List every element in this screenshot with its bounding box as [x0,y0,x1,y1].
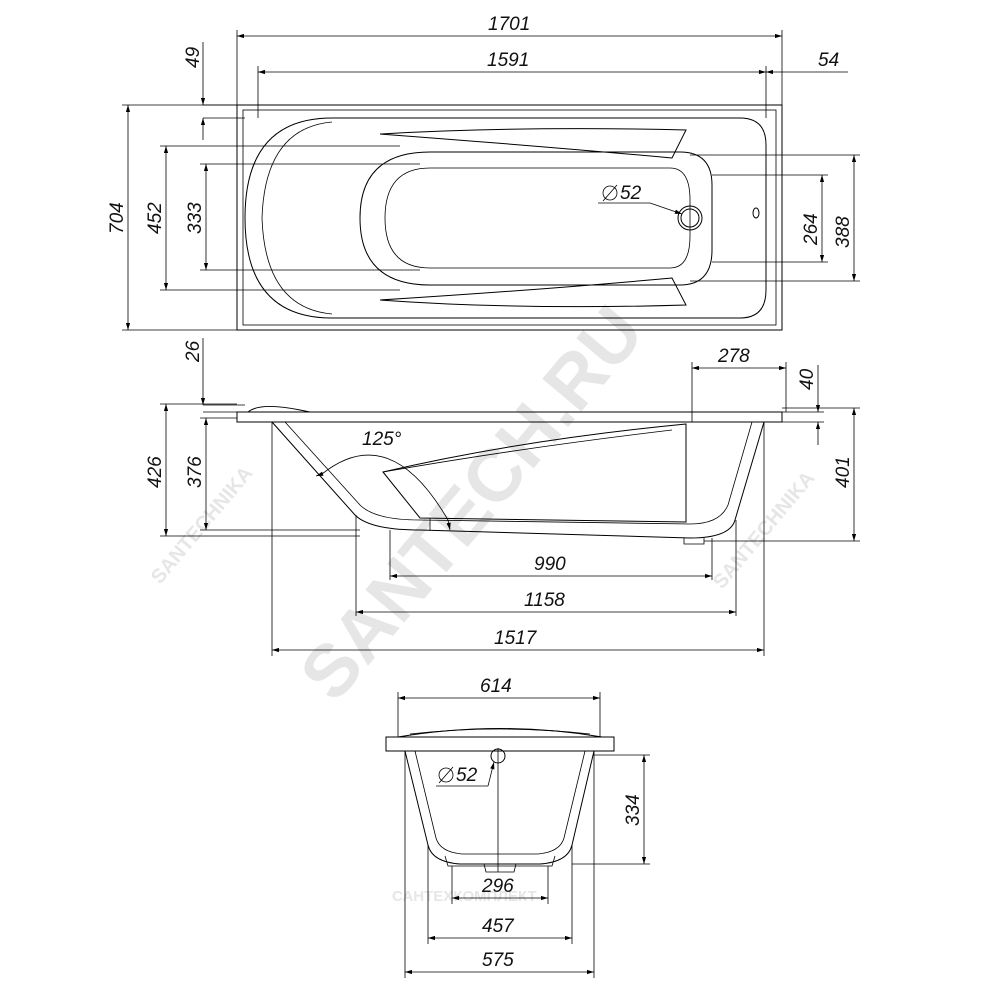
dim-bottom-inner: 296 [481,876,514,897]
drain-hole [680,208,700,228]
dim-length-overall: 1701 [488,14,530,35]
dim-angle: 125° [362,429,402,450]
dim-rim-right: 54 [818,50,839,71]
dim-bottom-flat: 990 [534,554,566,575]
end-view: 52 614 334 296 457 575 [385,676,650,978]
dim-width-base: 575 [482,950,514,971]
dim-end-depth: 334 [623,794,644,826]
dim-width-right-inner: 264 [801,213,822,246]
dim-width-right-outer: 388 [833,216,854,248]
dim-length-inner: 1591 [487,50,529,71]
dim-height-overall: 426 [145,456,166,488]
dim-width-bottom: 333 [185,202,206,234]
dim-depth-left: 376 [185,456,206,488]
watermark-bottom: САНТЕХКОМПЛЕКТ [392,888,537,905]
dim-width-overall: 704 [107,202,128,234]
dim-rim-thickness: 26 [183,340,204,363]
drain-diameter-label: 52 [620,183,642,204]
watermark-main: SANTECH.RU [284,290,659,715]
dim-bottom-length: 1158 [524,590,565,611]
end-drain-diameter-label: 52 [456,765,478,786]
dim-width-inner: 452 [145,202,166,234]
dim-width-top: 614 [480,676,512,697]
top-view: 1701 1591 54 49 704 452 333 264 [107,14,860,331]
dim-basin-length: 1517 [494,628,538,649]
side-view: 125° 26 426 376 278 40 401 [145,338,860,656]
dim-rim-left: 49 [183,46,204,68]
dim-depth-right: 401 [833,456,854,488]
dim-overflow-offset: 278 [717,346,750,367]
watermark: SANTECH.RU SANTECHNIKA SANTECHNIKA САНТЕ… [147,290,819,905]
dim-rim-right-side: 40 [797,368,818,390]
dim-bottom-outer: 457 [482,916,515,937]
